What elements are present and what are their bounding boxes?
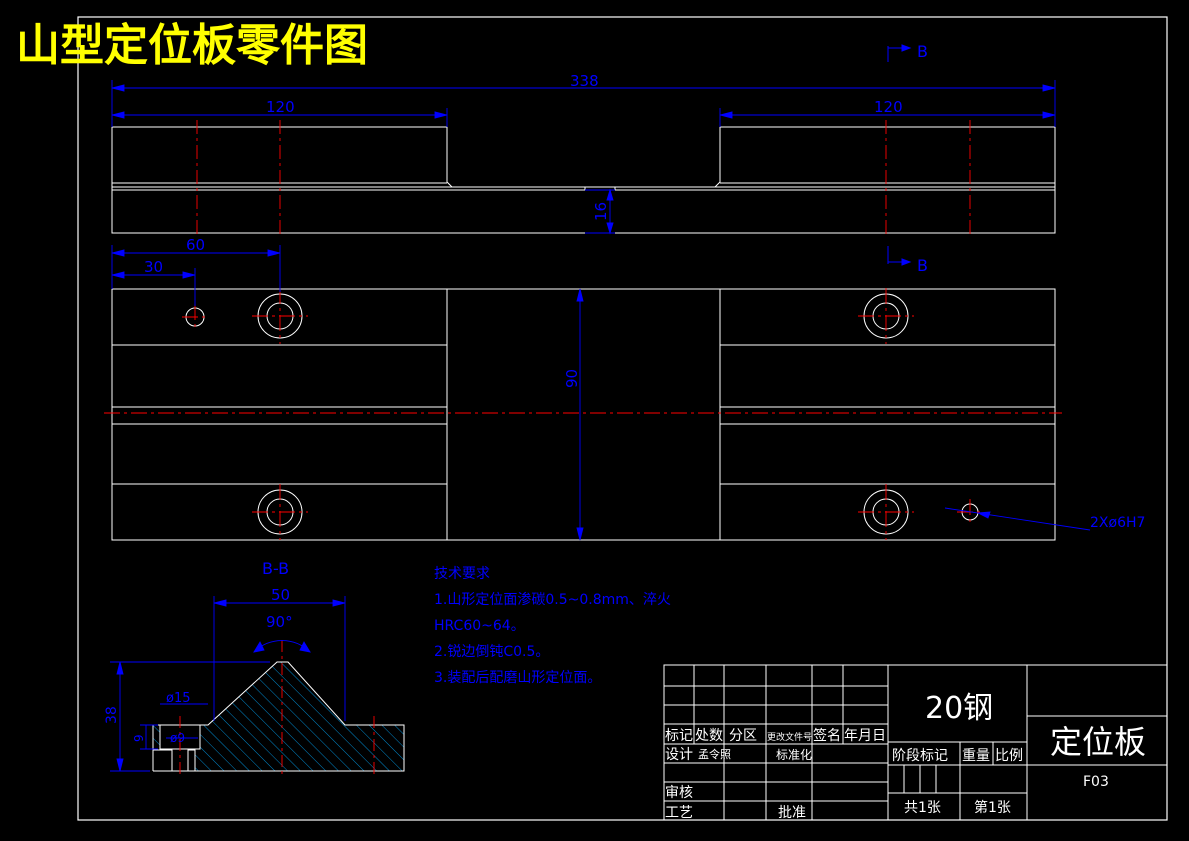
section-mark-top: B — [917, 42, 928, 61]
tech-line-4: 3.装配后配磨山形定位面。 — [434, 670, 601, 686]
tech-heading: 技术要求 — [434, 566, 490, 582]
tb-h-standard: 标准化 — [776, 748, 812, 762]
front-view — [111, 126, 1056, 234]
section-dim-50: 50 — [271, 586, 290, 604]
tb-h-zone: 分区 — [729, 728, 757, 744]
dim-left-width: 120 — [266, 98, 295, 116]
tb-part-name: 定位板 — [1050, 723, 1146, 761]
tb-total-sheets: 共1张 — [904, 800, 941, 816]
section-dimensions — [110, 596, 346, 772]
tb-h-docno: 更改文件号 — [767, 731, 812, 743]
tb-h-review: 审核 — [665, 785, 693, 801]
section-marks — [887, 44, 912, 266]
dim-overall-length: 338 — [570, 72, 599, 90]
dim-hole-60: 60 — [186, 236, 205, 254]
dim-groove-depth: 16 — [592, 202, 610, 221]
title-block — [663, 664, 1168, 821]
tb-h-weight: 重量 — [962, 748, 990, 764]
plan-view-centerlines — [104, 288, 1062, 540]
tech-line-1: 1.山形定位面渗碳0.5~0.8mm、淬火 — [434, 592, 671, 608]
plan-view — [111, 288, 1056, 541]
tb-sheet-no: 第1张 — [974, 799, 1011, 816]
tb-material: 20钢 — [925, 691, 993, 726]
section-centerlines — [179, 640, 375, 778]
tech-requirements: 技术要求 1.山形定位面渗碳0.5~0.8mm、淬火 HRC60~64。 2.锐… — [434, 566, 671, 686]
tb-h-count: 处数 — [695, 728, 723, 744]
section-view — [152, 661, 405, 772]
drawing-frame — [77, 16, 1168, 821]
dim-plate-width: 90 — [563, 369, 581, 388]
tb-h-scale: 比例 — [995, 748, 1023, 764]
section-dim-angle: 90° — [266, 613, 293, 631]
hole-callout: 2Xø6H7 — [1090, 515, 1145, 531]
tech-line-3: 2.锐边倒钝C0.5。 — [434, 644, 549, 660]
top-dimensions — [111, 80, 1056, 235]
section-dim-38: 38 — [104, 706, 120, 724]
dim-hole-30: 30 — [144, 258, 163, 276]
section-dim-dia15: ø15 — [166, 691, 191, 706]
section-dim-dia9: ø9 — [170, 731, 185, 745]
section-label: B-B — [262, 559, 289, 578]
dim-right-width: 120 — [874, 98, 903, 116]
plan-dimensions — [111, 245, 1091, 541]
tb-h-stage: 阶段标记 — [892, 748, 948, 764]
tb-h-sign: 签名 — [813, 727, 841, 744]
tb-h-process: 工艺 — [665, 805, 693, 821]
section-mark-bottom: B — [917, 256, 928, 275]
section-dim-9: 9 — [132, 734, 146, 742]
tb-drawing-no: F03 — [1083, 774, 1109, 790]
tb-h-date: 年月日 — [844, 728, 886, 744]
title-block-text: 20钢 定位板 F03 标记 处数 分区 更改文件号 签名 年月日 设计 孟令照… — [665, 691, 1146, 821]
tb-designer: 孟令照 — [698, 747, 731, 761]
front-view-centerlines — [196, 120, 971, 238]
tb-h-mark: 标记 — [665, 728, 693, 744]
tb-h-approve: 批准 — [778, 805, 806, 821]
tech-line-2: HRC60~64。 — [434, 618, 525, 634]
drawing-title: 山型定位板零件图 — [16, 20, 368, 71]
tb-h-design: 设计 — [665, 747, 693, 763]
